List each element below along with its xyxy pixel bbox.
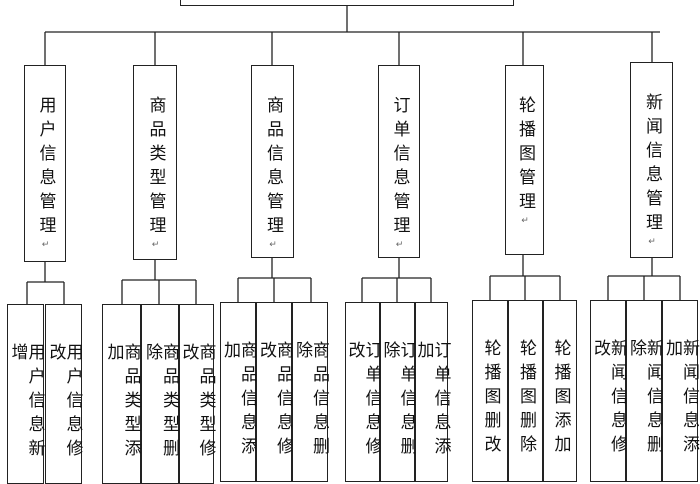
leaf-label: 订单信息修改	[344, 341, 382, 461]
leaf-carousel-delete: 轮播图删除	[508, 300, 543, 482]
leaf-type-delete: 商品类型删除	[141, 304, 179, 484]
leaf-carousel-edit: 轮播图删改	[472, 300, 508, 482]
leaf-label: 商品信息删除	[292, 341, 329, 461]
leaf-product-delete: 商品信息删除	[292, 302, 329, 482]
leaf-news-delete: 新闻信息删除	[626, 300, 663, 482]
module-product-info: 商品信息管理↵	[251, 65, 294, 258]
leaf-news-add: 新闻信息添加	[662, 300, 699, 482]
module-order-info: 订单信息管理↵	[378, 65, 420, 258]
module-carousel: 轮播图管理↵	[505, 65, 544, 255]
leaf-label: 新闻信息删除	[626, 339, 663, 459]
leaf-type-add: 商品类型添加	[102, 304, 141, 484]
leaf-label: 用户信息修改	[45, 343, 83, 463]
module-label: 订单信息管理↵	[389, 96, 410, 250]
leaf-label: 新闻信息添加	[662, 339, 699, 459]
leaf-label: 轮播图添加	[550, 339, 571, 459]
module-news-info: 新闻信息管理↵	[630, 62, 673, 258]
connector-lines	[26, 6, 681, 304]
leaf-news-edit: 新闻信息修改	[590, 300, 627, 482]
module-label: 新闻信息管理↵	[642, 93, 662, 247]
leaf-type-edit: 商品类型修改	[178, 304, 216, 484]
leaf-user-edit: 用户信息修改	[45, 304, 83, 484]
module-tree: 用户信息管理↵ 商品类型管理↵ 商品信息管理↵ 订单信息管理↵ 轮播图管理↵ 新…	[7, 0, 699, 484]
leaf-label: 商品类型添加	[103, 343, 141, 463]
leaf-order-edit: 订单信息修改	[344, 302, 382, 482]
module-user-info: 用户信息管理↵	[24, 65, 66, 262]
leaf-carousel-add: 轮播图添加	[543, 300, 577, 482]
leaf-user-add: 用户信息新增	[7, 304, 45, 484]
leaf-label: 订单信息添加	[413, 341, 451, 461]
leaf-label: 商品信息修改	[256, 341, 293, 461]
module-label: 商品信息管理↵	[263, 96, 283, 250]
leaf-label: 新闻信息修改	[590, 339, 627, 459]
leaf-label: 用户信息新增	[7, 343, 45, 463]
module-label: 用户信息管理↵	[35, 96, 56, 250]
leaf-order-delete: 订单信息删除	[379, 302, 417, 482]
module-label: 轮播图管理↵	[515, 96, 535, 226]
leaf-label: 轮播图删除	[516, 339, 536, 459]
module-product-type: 商品类型管理↵	[133, 65, 177, 260]
leaf-label: 轮播图删改	[480, 339, 501, 459]
leaf-product-add: 商品信息添加	[220, 302, 257, 482]
leaf-product-edit: 商品信息修改	[256, 302, 293, 482]
module-label: 商品类型管理↵	[145, 96, 166, 250]
root-node	[180, 0, 514, 6]
leaf-label: 订单信息删除	[379, 341, 417, 461]
leaf-label: 商品类型删除	[142, 343, 179, 463]
leaf-order-add: 订单信息添加	[413, 302, 451, 482]
leaf-label: 商品信息添加	[220, 341, 257, 461]
leaf-label: 商品类型修改	[178, 343, 216, 463]
